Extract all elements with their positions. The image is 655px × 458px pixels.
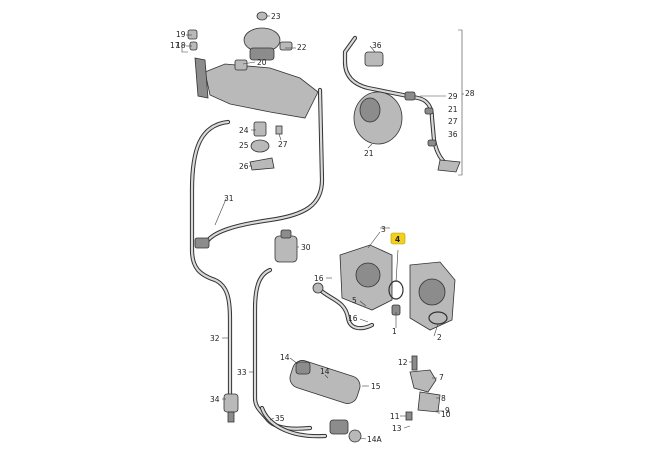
callout-36-top[interactable]: 36	[372, 41, 382, 50]
callout-27-right[interactable]: 27	[448, 117, 458, 126]
callout-32[interactable]: 32	[210, 334, 220, 343]
vacuum-bracket-assembly	[187, 11, 319, 171]
callout-27[interactable]: 27	[278, 140, 288, 149]
egr-pipe	[312, 282, 375, 331]
callout-33[interactable]: 33	[237, 368, 247, 377]
callout-15[interactable]: 15	[371, 382, 381, 391]
callout-8[interactable]: 8	[441, 394, 446, 403]
vacuum-reservoir	[353, 51, 403, 145]
callout-14-center[interactable]: 14	[320, 367, 330, 376]
egr-valve-assembly	[339, 244, 456, 331]
callout-12[interactable]: 12	[398, 358, 408, 367]
callout-14-left[interactable]: 14	[280, 353, 290, 362]
callout-2[interactable]: 2	[437, 333, 442, 342]
callout-7[interactable]: 7	[439, 373, 444, 382]
callout-25[interactable]: 25	[239, 141, 249, 150]
hose-fittings	[194, 91, 461, 249]
callout-28[interactable]: 28	[465, 89, 475, 98]
mounting-bracket	[405, 355, 441, 421]
callout-13[interactable]: 13	[392, 424, 402, 433]
callout-22[interactable]: 22	[297, 43, 307, 52]
callout-29[interactable]: 29	[448, 92, 458, 101]
callout-34[interactable]: 34	[210, 395, 220, 404]
callout-14A[interactable]: 14A	[367, 435, 383, 444]
callout-1[interactable]: 1	[392, 327, 397, 336]
egr-cooler	[289, 360, 362, 443]
callout-19[interactable]: 19	[176, 30, 186, 39]
hose-network	[189, 35, 451, 439]
callout-4[interactable]: 4	[395, 235, 400, 244]
callout-labels: 23 19 18 17 22 20 36 28 29 21 27 36 21 2…	[170, 12, 475, 444]
solenoid-valve-30	[274, 229, 298, 263]
callout-21-right[interactable]: 21	[448, 105, 458, 114]
callout-9[interactable]: 9	[445, 406, 450, 415]
callout-31[interactable]: 31	[224, 194, 234, 203]
callout-20[interactable]: 20	[257, 58, 267, 67]
callout-16-lower[interactable]: 16	[348, 314, 358, 323]
callout-26[interactable]: 26	[239, 162, 249, 171]
callout-23[interactable]: 23	[271, 12, 281, 21]
connector-34	[223, 393, 239, 423]
callout-24[interactable]: 24	[239, 126, 249, 135]
callout-10[interactable]: 10	[441, 410, 451, 419]
callout-36-right[interactable]: 36	[448, 130, 458, 139]
highlight-callout-4[interactable]	[390, 232, 406, 245]
callout-30[interactable]: 30	[301, 243, 311, 252]
callout-11[interactable]: 11	[390, 412, 400, 421]
leader-lines	[181, 15, 464, 440]
callout-3[interactable]: 3	[381, 225, 386, 234]
callout-16-left[interactable]: 16	[314, 274, 324, 283]
callout-35[interactable]: 35	[275, 414, 285, 423]
callout-5[interactable]: 5	[352, 296, 357, 305]
callout-18[interactable]: 18	[176, 41, 186, 50]
callout-21-reservoir[interactable]: 21	[364, 149, 374, 158]
callout-17[interactable]: 17	[170, 41, 180, 50]
